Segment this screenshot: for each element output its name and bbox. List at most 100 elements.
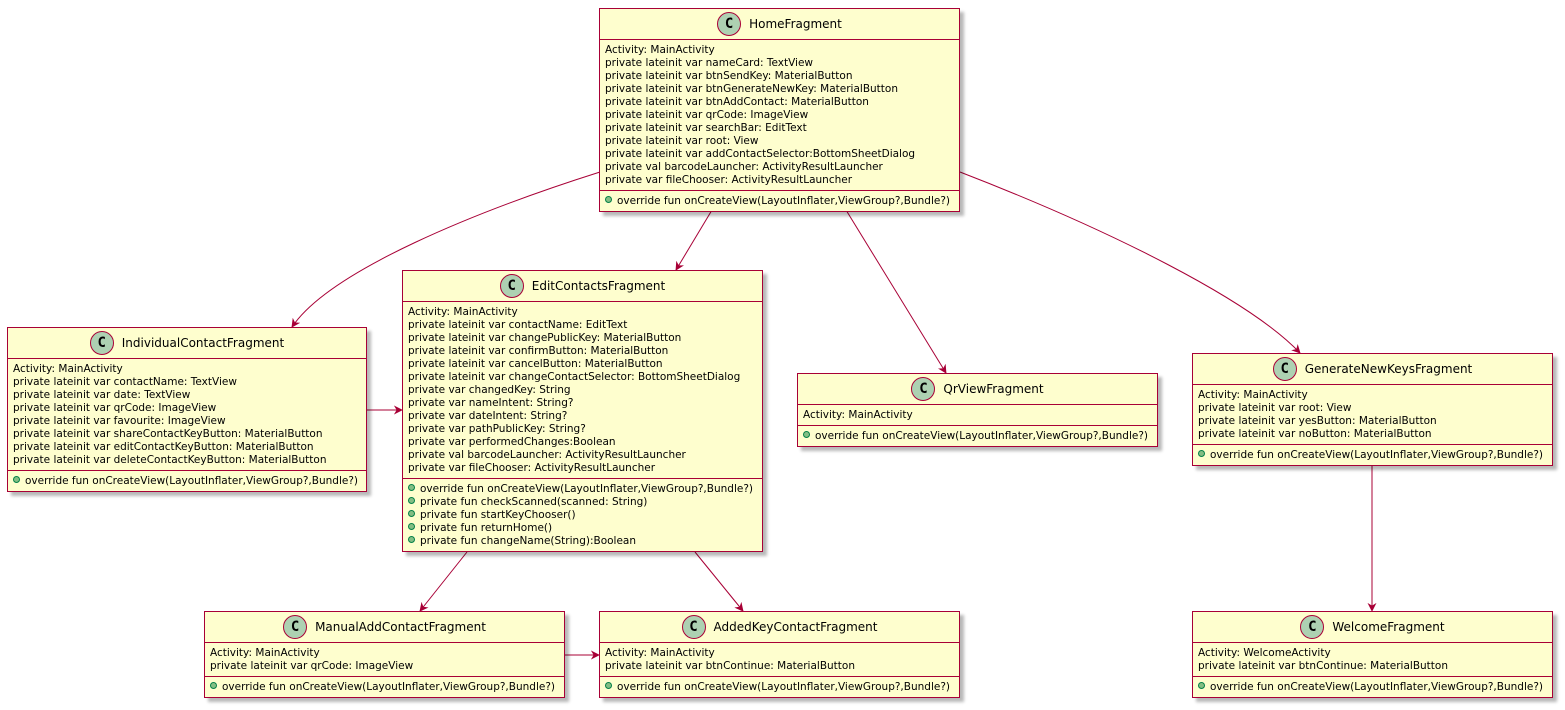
method-signature: private fun returnHome() — [420, 522, 553, 534]
class-field: private var performedChanges:Boolean — [408, 436, 616, 448]
class-header: C GenerateNewKeysFragment — [1193, 354, 1552, 385]
class-field: private var changedKey: String — [408, 384, 571, 396]
method-signature: override fun onCreateView(LayoutInflater… — [617, 195, 950, 207]
public-method-icon — [408, 497, 415, 504]
class-methods: override fun onCreateView(LayoutInflater… — [8, 471, 366, 491]
class-name: AddedKeyContactFragment — [713, 619, 878, 634]
class-field: private lateinit var noButton: MaterialB… — [1198, 428, 1432, 440]
class-stereotype-icon: C — [681, 615, 706, 639]
public-method-icon — [210, 682, 217, 689]
class-field: private lateinit var root: View — [605, 135, 759, 147]
public-method-icon — [605, 682, 612, 689]
class-name: WelcomeFragment — [1332, 619, 1445, 634]
class-field: private var fileChooser: ActivityResultL… — [408, 462, 656, 474]
class-name: QrViewFragment — [943, 381, 1044, 396]
class-name: HomeFragment — [749, 16, 842, 31]
class-name: EditContactsFragment — [531, 278, 666, 293]
class-field: Activity: MainActivity — [13, 363, 123, 375]
class-methods: override fun onCreateView(LayoutInflater… — [1193, 677, 1552, 697]
class-field: private lateinit var changeContactSelect… — [408, 371, 741, 383]
class-method: override fun onCreateView(LayoutInflater… — [1198, 449, 1547, 462]
class-field: private lateinit var contactName: EditTe… — [408, 319, 628, 331]
public-method-icon — [13, 476, 20, 483]
class-methods: override fun onCreateView(LayoutInflater… — [403, 479, 762, 551]
class-field: private lateinit var btnContinue: Materi… — [605, 660, 855, 672]
class-field: private lateinit var cancelButton: Mater… — [408, 358, 663, 370]
class-method: override fun onCreateView(LayoutInflater… — [210, 681, 559, 694]
method-signature: override fun onCreateView(LayoutInflater… — [1210, 681, 1543, 693]
method-signature: private fun startKeyChooser() — [420, 509, 576, 521]
class-field: private lateinit var qrCode: ImageView — [210, 660, 414, 672]
public-method-icon — [408, 484, 415, 491]
class-field: private lateinit var btnAddContact: Mate… — [605, 96, 869, 108]
class-field: private lateinit var root: View — [1198, 402, 1352, 414]
class-field: Activity: MainActivity — [803, 409, 913, 421]
method-signature: override fun onCreateView(LayoutInflater… — [1210, 449, 1543, 461]
class-methods: override fun onCreateView(LayoutInflater… — [1193, 445, 1552, 465]
class-method: private fun checkScanned(scanned: String… — [408, 496, 757, 509]
class-method: private fun returnHome() — [408, 522, 757, 535]
class-field: Activity: MainActivity — [210, 647, 320, 659]
class-header: C HomeFragment — [600, 9, 959, 40]
class-field: private lateinit var qrCode: ImageView — [605, 109, 809, 121]
method-signature: private fun checkScanned(scanned: String… — [420, 496, 648, 508]
class-field: private var pathPublicKey: String? — [408, 423, 586, 435]
relation-arrow-edit-to-manual — [419, 551, 468, 612]
class-field: private lateinit var btnContinue: Materi… — [1198, 660, 1448, 672]
class-methods: override fun onCreateView(LayoutInflater… — [600, 677, 959, 697]
public-method-icon — [408, 510, 415, 517]
class-field: Activity: MainActivity — [605, 647, 715, 659]
class-method: private fun changeName(String):Boolean — [408, 535, 757, 548]
class-field: private val barcodeLauncher: ActivityRes… — [605, 161, 883, 173]
class-field: private lateinit var btnGenerateNewKey: … — [605, 83, 898, 95]
class-name: GenerateNewKeysFragment — [1304, 361, 1473, 376]
relation-arrow-edit-to-added — [694, 551, 744, 612]
class-methods: override fun onCreateView(LayoutInflater… — [600, 191, 959, 211]
public-method-icon — [1198, 682, 1205, 689]
class-field: private lateinit var yesButton: Material… — [1198, 415, 1437, 427]
public-method-icon — [605, 196, 612, 203]
class-field: private lateinit var btnSendKey: Materia… — [605, 70, 853, 82]
class-stereotype-icon: C — [717, 12, 742, 36]
class-field: private var fileChooser: ActivityResultL… — [605, 174, 853, 186]
class-stereotype-icon: C — [89, 331, 114, 355]
class-stereotype-icon: C — [499, 274, 524, 298]
class-field: private lateinit var deleteContactKeyBut… — [13, 454, 327, 466]
class-field: Activity: MainActivity — [1198, 389, 1308, 401]
class-method: override fun onCreateView(LayoutInflater… — [605, 195, 954, 208]
class-field: private lateinit var contactName: TextVi… — [13, 376, 237, 388]
class-methods: override fun onCreateView(LayoutInflater… — [798, 426, 1157, 446]
public-method-icon — [408, 523, 415, 530]
method-signature: override fun onCreateView(LayoutInflater… — [420, 483, 753, 495]
method-signature: override fun onCreateView(LayoutInflater… — [617, 681, 950, 693]
class-field: private var nameIntent: String? — [408, 397, 574, 409]
class-method: override fun onCreateView(LayoutInflater… — [408, 483, 757, 496]
class-field: Activity: MainActivity — [408, 306, 518, 318]
relation-arrow-home-to-qr — [845, 209, 947, 374]
class-field: private lateinit var changePublicKey: Ma… — [408, 332, 682, 344]
public-method-icon — [1198, 450, 1205, 457]
class-method: override fun onCreateView(LayoutInflater… — [13, 475, 361, 488]
class-method: private fun startKeyChooser() — [408, 509, 757, 522]
class-stereotype-icon: C — [1272, 357, 1297, 381]
relation-arrow-home-to-generate — [959, 171, 1301, 354]
class-header: C AddedKeyContactFragment — [600, 612, 959, 643]
